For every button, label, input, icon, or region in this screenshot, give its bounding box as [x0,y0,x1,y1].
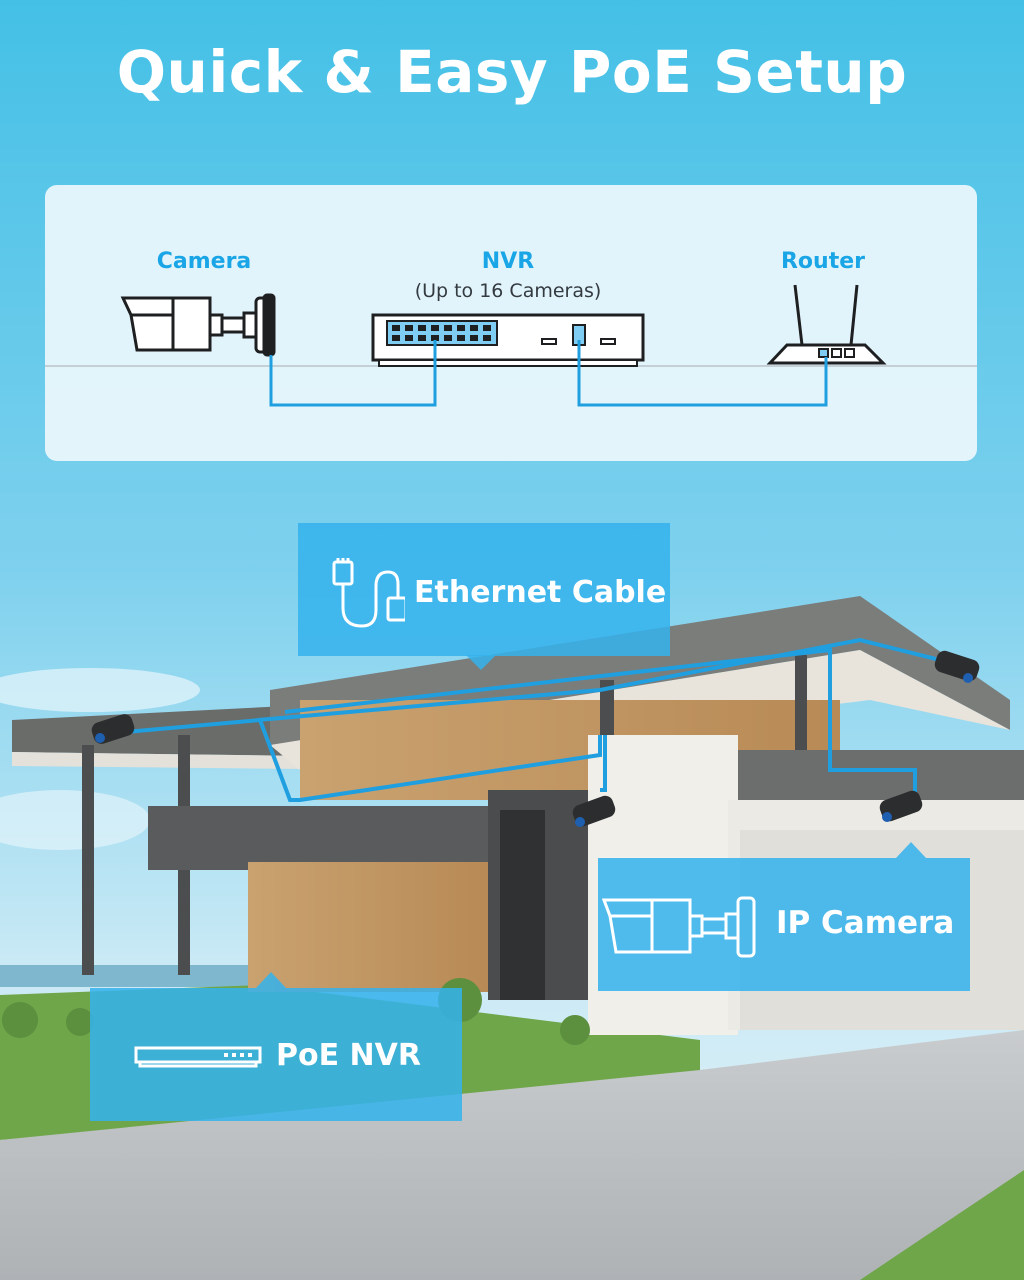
driveway [0,1030,1024,1280]
setup-diagram-card: Camera NVR (Up to 16 Cameras) Router [45,185,977,461]
page-title: Quick & Easy PoE Setup [116,38,908,106]
shrub [66,1008,94,1036]
mounted-camera [91,714,135,744]
balcony-band [148,806,488,870]
post [600,680,614,740]
lower-wood-wall [248,862,488,992]
router-label: Router [780,249,865,274]
ethernet-cable-callout: Ethernet Cable [298,523,670,656]
setup-diagram [45,284,977,407]
callout-pointer [256,972,286,988]
ethernet-cable-icon [332,558,405,628]
ethernet-cable-label: Ethernet Cable [414,575,667,610]
callout-pointer [466,655,496,670]
cloud [0,668,200,712]
sea [0,965,260,987]
ip-camera-callout: IP Camera [598,858,970,991]
nvr-label: NVR [481,249,535,274]
cloud [0,790,150,850]
post [795,655,807,765]
ip-camera-label: IP Camera [776,905,955,941]
mounted-camera [572,795,616,827]
callout-pointer [896,842,926,858]
mounted-camera [934,650,980,683]
camera-label: Camera [156,249,252,274]
nvr-icon [371,313,645,367]
post [82,745,94,975]
cable-wiring [114,637,961,802]
poe-nvr-label: PoE NVR [276,1038,421,1073]
diagram-cables [269,340,828,407]
poe-nvr-callout: PoE NVR [90,988,462,1121]
bullet-camera-icon [602,896,756,958]
shrub [560,1015,590,1045]
mounted-camera [879,790,923,822]
bullet-camera-icon [120,293,276,357]
shrub [2,1002,38,1038]
router-icon [766,284,887,365]
nvr-sublabel: (Up to 16 Cameras) [414,280,602,302]
door [500,810,545,1000]
nvr-icon [134,1046,262,1068]
